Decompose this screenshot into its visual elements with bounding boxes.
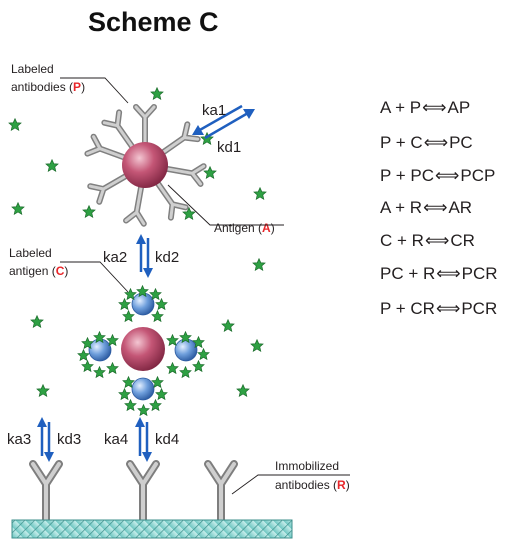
equation-7: P + CR⟺PCR (380, 299, 498, 318)
star-icon (36, 384, 50, 397)
rate-ka2: ka2 (103, 249, 127, 266)
label-immobilized-1: Immobilized (275, 459, 339, 473)
label-immobilized-2: antibodies (R) (275, 478, 350, 492)
bound-labeled-antibodies (84, 104, 207, 227)
equation-3: P + PC⟺PCP (380, 166, 496, 185)
star-icon (221, 319, 235, 332)
rate-ka1: ka1 (202, 102, 226, 119)
antigen-antibody-complex (84, 104, 207, 227)
rate-kd1: kd1 (217, 139, 241, 156)
star-icon (11, 202, 25, 215)
star-icon (250, 339, 264, 352)
rate-arrows-2 (136, 234, 153, 278)
label-labeled-antigen-2: antigen (C) (9, 264, 68, 278)
equation-4: A + R⟺AR (380, 198, 473, 217)
star-icon (30, 315, 44, 328)
star-icon (45, 159, 59, 172)
rate-kd4: kd4 (155, 431, 179, 448)
rate-arrows-4 (135, 417, 152, 462)
scheme-title: Scheme C (88, 7, 219, 37)
star-icon (150, 87, 164, 100)
leader-line-immobilized (231, 474, 350, 495)
sensor-surface (11, 519, 293, 539)
equation-1: A + P⟺AP (380, 98, 471, 117)
label-labeled-antibodies-1: Labeled (11, 62, 54, 76)
equation-2: P + C⟺PC (380, 133, 473, 152)
rate-ka4: ka4 (104, 431, 128, 448)
antigen-labeled-bead-complex (77, 285, 210, 416)
antigen-sphere (122, 142, 168, 188)
star-icon (82, 205, 96, 218)
immobilized-antibodies (29, 460, 238, 524)
leader-line-antigen (167, 184, 284, 226)
labeled-bead (118, 376, 168, 416)
leader-line-labeled-antibodies (60, 77, 129, 104)
star-icon (252, 258, 266, 271)
equation-5: C + R⟺CR (380, 231, 475, 250)
rate-arrows-1 (192, 104, 255, 140)
rate-ka3: ka3 (7, 431, 31, 448)
label-antigen: Antigen (A) (214, 221, 275, 235)
antigen-sphere (121, 327, 165, 371)
star-icon (203, 166, 217, 179)
star-icon (236, 384, 250, 397)
labeled-bead (77, 331, 119, 378)
label-labeled-antibodies-2: antibodies (P) (11, 80, 85, 94)
label-labeled-antigen-1: Labeled (9, 246, 52, 260)
rate-kd2: kd2 (155, 249, 179, 266)
rate-kd3: kd3 (57, 431, 81, 448)
star-icon (8, 118, 22, 131)
equation-6: PC + R⟺PCR (380, 264, 498, 283)
leader-line-labeled-antigen (60, 261, 129, 293)
star-icon (253, 187, 267, 200)
labeled-bead (118, 285, 168, 322)
labeled-bead (166, 331, 210, 378)
rate-arrows-3 (37, 417, 54, 462)
